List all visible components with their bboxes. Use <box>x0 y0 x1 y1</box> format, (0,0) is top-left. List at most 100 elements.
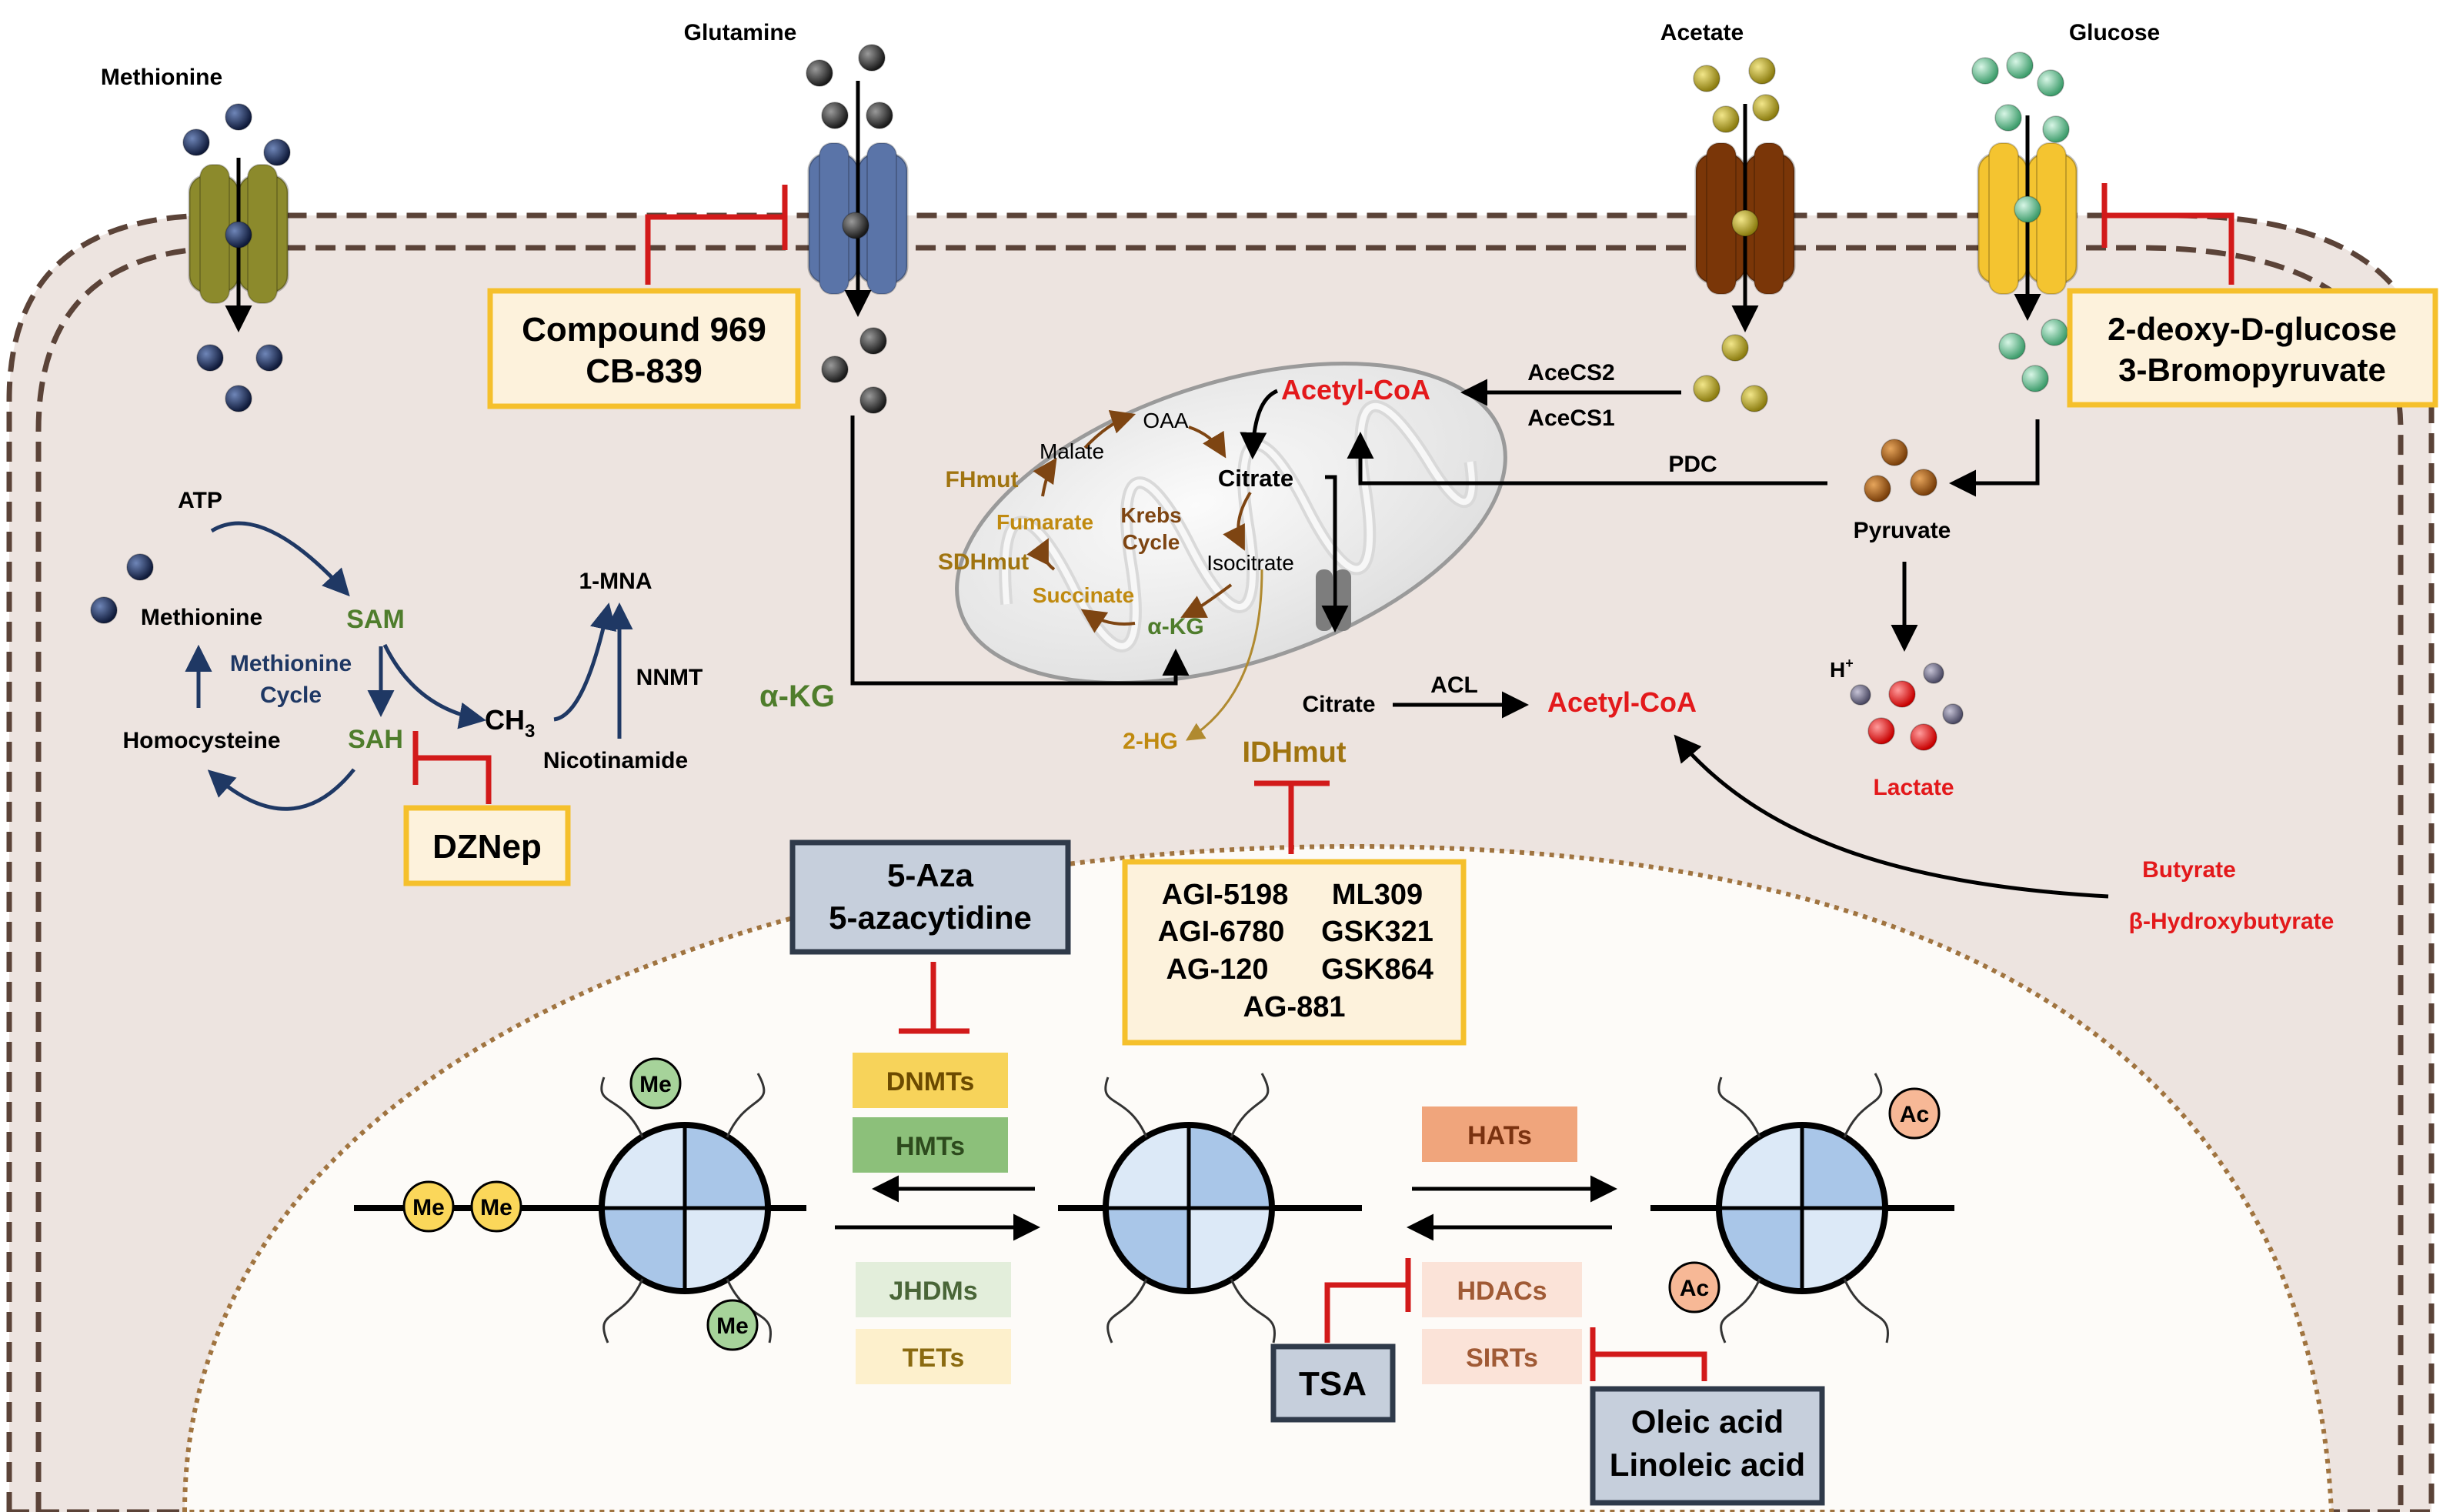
proton-particle-icon <box>1923 663 1944 684</box>
glucose-particle-icon <box>1998 332 2026 360</box>
proton-particle-icon <box>1942 703 1964 725</box>
acetate-particle-icon <box>1752 94 1780 122</box>
methionine-title: Methionine <box>101 65 222 90</box>
drug-tsa: TSA <box>1299 1365 1367 1403</box>
enzyme-hmts-label: HMTs <box>896 1132 965 1161</box>
drug-agi-6780: AGI-6780 <box>1158 916 1285 948</box>
glutaminase-inhibitor-box <box>487 288 801 409</box>
sah-label: SAH <box>348 725 403 754</box>
acecs2-label: AceCS2 <box>1527 360 1614 386</box>
acetate-title: Acetate <box>1660 20 1744 45</box>
krebs-cycle-label: Cycle <box>1123 530 1180 554</box>
methionine-label: Methionine <box>141 605 262 630</box>
acetyl-mark-label: Ac <box>1680 1276 1709 1301</box>
glutamine-particle-icon <box>806 59 833 87</box>
mna-label: 1-MNA <box>579 569 652 594</box>
inhibition-bars <box>412 183 2234 1381</box>
enzyme-sirts-label: SIRTs <box>1466 1343 1538 1373</box>
glucose-particle-icon <box>2037 69 2064 97</box>
glucose-particle-icon <box>2042 115 2070 143</box>
methyl-mark-icon: Me <box>470 1180 522 1233</box>
methionine-particle-icon <box>196 344 224 372</box>
krebs-label: Krebs <box>1120 503 1181 527</box>
methionine-particle-icon <box>225 103 252 131</box>
homocysteine-label: Homocysteine <box>122 728 280 753</box>
lactate-particle-icon <box>1910 723 1937 751</box>
acecs1-label: AceCS1 <box>1527 406 1614 431</box>
acetyl-coa-mito-label: Acetyl-CoA <box>1281 374 1430 406</box>
glutamine-particle-icon <box>858 44 886 72</box>
nicotinamide-label: Nicotinamide <box>543 748 688 773</box>
enzyme-box-sirts <box>1422 1329 1582 1384</box>
sam-label: SAM <box>346 605 405 634</box>
methionine-cycle-particle-icon <box>126 553 154 581</box>
enzyme-dnmts-label: DNMTs <box>886 1067 975 1096</box>
drug-5-aza: 5-Aza <box>887 857 974 893</box>
aza-box <box>789 839 1071 955</box>
glutamine-particle-icon <box>821 102 849 129</box>
methyl-mark-label: Me <box>412 1195 445 1220</box>
drug-cb-839: CB-839 <box>586 352 703 390</box>
tsa-box <box>1270 1343 1396 1423</box>
acetate-particle-icon <box>1693 65 1720 92</box>
proton-particle-icon <box>1850 684 1871 706</box>
methyl-mark-icon: Me <box>629 1057 682 1110</box>
drug-2-deoxy-d-glucose: 2-deoxy-D-glucose <box>2108 311 2397 347</box>
drug-gsk864: GSK864 <box>1321 953 1433 986</box>
drug-agi-5198: AGI-5198 <box>1162 879 1289 911</box>
methionine-particle-icon <box>263 139 291 166</box>
enzyme-box-tets <box>856 1329 1011 1384</box>
unmodified-nucleosome-icon <box>1058 1073 1362 1343</box>
butyrate-label: Butyrate <box>2142 857 2236 883</box>
enzyme-box-jhdms <box>856 1262 1011 1317</box>
methionine-particle-icon <box>225 221 252 249</box>
idh-inhibitor-box <box>1122 859 1467 1046</box>
drug-oleic-acid: Oleic acid <box>1631 1404 1784 1440</box>
methionine-cycle-particle-icon <box>90 596 118 624</box>
drug-dznep: DZNep <box>432 828 542 866</box>
succinate-label: Succinate <box>1033 583 1134 607</box>
methyl-mark-label: Me <box>639 1072 672 1097</box>
glutamine-title: Glutamine <box>684 20 797 45</box>
glucose-particle-icon <box>2006 52 2034 79</box>
dznep-box <box>403 805 571 886</box>
glucose-particle-icon <box>1994 104 2022 132</box>
methionine-cycle-arrows <box>185 521 633 811</box>
lactate-particle-icon <box>1867 717 1895 745</box>
drug-compound-969: Compound 969 <box>522 311 766 349</box>
pyruvate-particle-icon <box>1881 439 1908 466</box>
pyruvate-label: Pyruvate <box>1854 518 1951 543</box>
glucose-title: Glucose <box>2069 20 2160 45</box>
alpha-kg-left-label: α-KG <box>759 679 835 713</box>
glucose-particle-icon <box>2041 319 2068 346</box>
glutamine-transporter-icon <box>807 142 909 295</box>
acetyl-mark-icon: Ac <box>1888 1087 1941 1140</box>
drug-ag-881: AG-881 <box>1243 991 1345 1023</box>
glutamine-particle-icon <box>866 102 893 129</box>
two-hg-label: 2-HG <box>1123 729 1178 754</box>
methyl-mark-icon: Me <box>402 1180 455 1233</box>
enzyme-hats-label: HATs <box>1467 1121 1532 1150</box>
enzyme-hdacs-label: HDACs <box>1457 1277 1547 1306</box>
glutamine-particle-icon <box>859 386 887 414</box>
methyl-mark-label: Me <box>716 1313 749 1339</box>
alpha-kg-mito-label: α-KG <box>1147 614 1203 639</box>
fumarate-label: Fumarate <box>996 510 1093 534</box>
pyruvate-particle-icon <box>1910 469 1937 496</box>
acl-label: ACL <box>1430 673 1478 698</box>
enzyme-box-hmts <box>853 1117 1008 1173</box>
methionine-particle-icon <box>182 129 210 156</box>
pyruvate-particle-icon <box>1864 475 1891 502</box>
oaa-label: OAA <box>1143 409 1188 432</box>
glucose-particle-icon <box>2014 195 2041 223</box>
acetyl-mark-label: Ac <box>1900 1102 1929 1127</box>
h-plus-label: H+ <box>1830 656 1854 682</box>
drug-5-azacytidine: 5-azacytidine <box>829 900 1032 936</box>
enzyme-jhdms-label: JHDMs <box>889 1277 977 1306</box>
enzyme-box-hats <box>1422 1106 1577 1162</box>
drug-ag-120: AG-120 <box>1166 953 1268 986</box>
methionine-cycle-label-1: Methionine <box>230 651 352 676</box>
drug-ml309: ML309 <box>1332 879 1423 911</box>
acetyl-coa-cytosol-label: Acetyl-CoA <box>1547 686 1697 718</box>
